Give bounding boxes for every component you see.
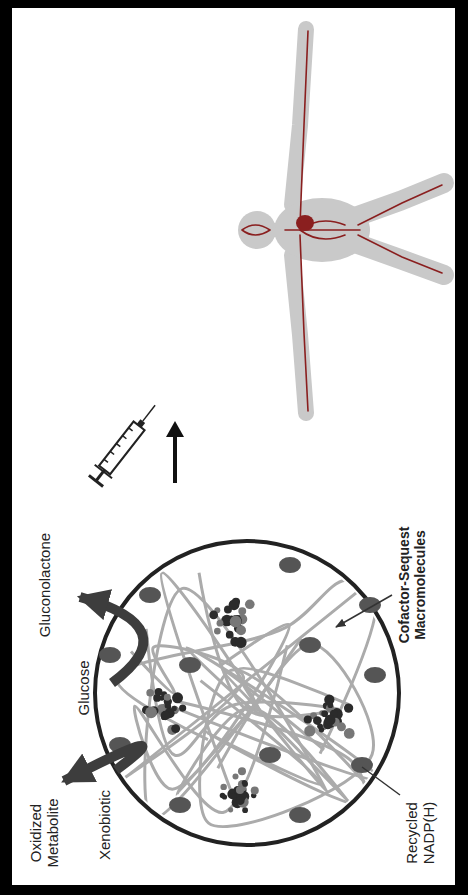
enzyme-clusters <box>142 598 355 813</box>
human-figure <box>238 29 444 413</box>
enzyme-particle <box>220 793 226 799</box>
enzyme-particle <box>325 715 336 726</box>
leader-line <box>336 595 392 627</box>
enzyme-particle <box>179 705 186 712</box>
text-label: Gluconolactone <box>36 515 53 655</box>
enzyme-particle <box>317 723 323 729</box>
cofactor-dot <box>351 757 373 773</box>
cofactor-dot <box>139 587 161 603</box>
leader-line <box>362 767 400 795</box>
enzyme-particle <box>155 688 163 696</box>
enzyme-particle <box>171 724 180 733</box>
enzyme-particle <box>146 689 154 697</box>
enzyme-particle <box>324 695 334 705</box>
polymer-strand <box>124 577 376 778</box>
cofactor-dot <box>169 797 191 813</box>
cofactor-dots <box>99 557 386 823</box>
enzyme-particle <box>217 620 224 627</box>
enzyme-particle <box>245 599 255 609</box>
enzyme-particle <box>230 789 235 794</box>
cofactor-dot <box>279 557 301 573</box>
enzyme-particle <box>226 631 234 639</box>
cofactor-dot <box>99 647 121 663</box>
enzyme-particle <box>209 610 218 619</box>
polymer-strand <box>200 644 382 827</box>
enzyme-particle <box>229 599 240 610</box>
enzyme-particle <box>236 786 244 794</box>
enzyme-particle <box>232 773 238 779</box>
enzyme-particle <box>304 715 312 723</box>
cofactor-dot <box>259 747 281 763</box>
enzyme-particle <box>228 807 233 812</box>
enzyme-particle <box>236 796 245 805</box>
enzyme-particle <box>238 607 246 615</box>
enzyme-particle <box>344 728 355 739</box>
enzyme-particle <box>164 694 171 701</box>
cell-circle <box>95 541 399 845</box>
cell-outline <box>95 541 399 845</box>
enzyme-particle <box>304 725 315 736</box>
text-label: Glucose <box>75 643 92 733</box>
enzyme-particle <box>242 781 248 787</box>
enzyme-particle <box>251 786 259 794</box>
enzyme-particle <box>230 616 242 628</box>
text-label: Recycled NADP(H) <box>403 793 438 873</box>
polymer-strands <box>117 573 382 827</box>
text-label: Cofactor-Sequest Macromolecules <box>396 519 428 651</box>
enzyme-particle <box>214 628 221 635</box>
enzyme-particle <box>235 637 246 648</box>
enzyme-particle <box>344 703 353 712</box>
cofactor-dot <box>359 597 381 613</box>
enzyme-particle <box>145 706 157 718</box>
polymer-strand <box>146 573 340 756</box>
enzyme-particle <box>165 703 171 709</box>
enzyme-particle <box>238 767 246 775</box>
xenobiotic-arrow <box>64 746 142 781</box>
enzyme-particle <box>220 784 226 790</box>
cofactor-dot <box>289 807 311 823</box>
syringe <box>87 399 163 488</box>
text-label: Oxidized Metabolite <box>27 792 62 874</box>
transfer-arrow <box>166 421 184 483</box>
cofactor-dot <box>364 667 386 683</box>
text-label: Xenobiotic <box>96 780 113 870</box>
enzyme-particle <box>172 692 183 703</box>
polymer-strand <box>145 588 349 819</box>
enzyme-particle <box>242 807 248 813</box>
cofactor-dot <box>179 657 201 673</box>
enzyme-particle <box>161 711 170 720</box>
cofactor-dot <box>299 637 321 653</box>
